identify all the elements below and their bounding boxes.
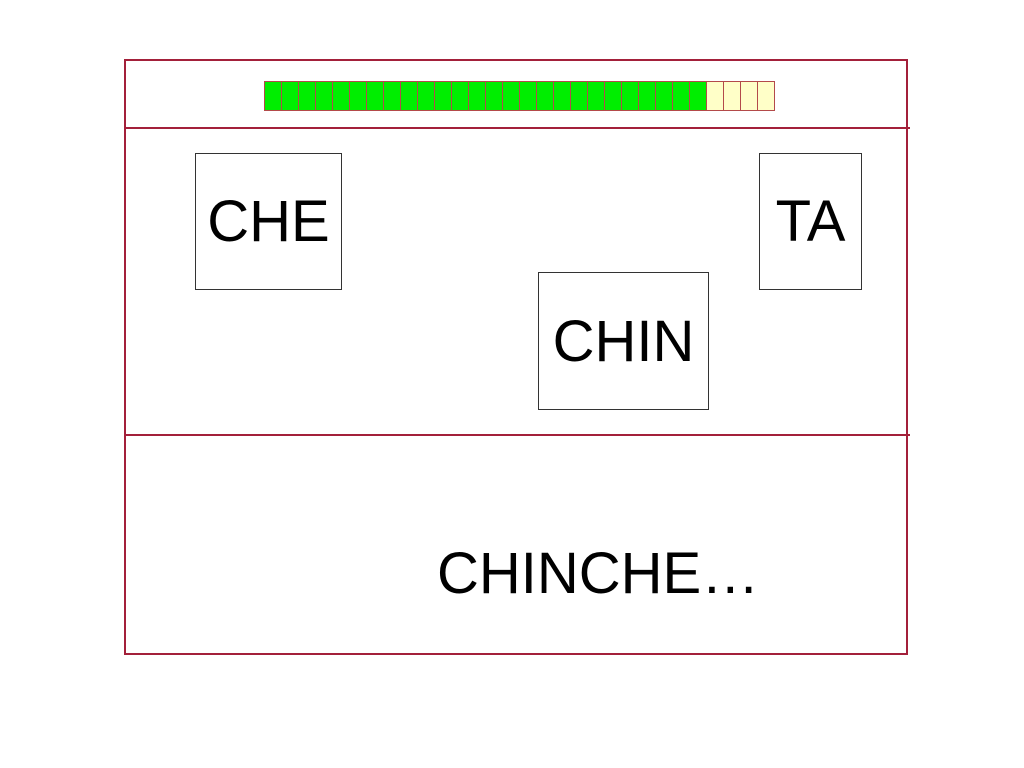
progress-cell-filled: [673, 81, 690, 111]
progress-cell-empty: [741, 81, 758, 111]
progress-bar: [264, 81, 775, 111]
progress-cell-filled: [350, 81, 367, 111]
progress-cell-empty: [724, 81, 741, 111]
progress-cell-filled: [469, 81, 486, 111]
syllable-tile-che[interactable]: CHE: [195, 153, 342, 290]
progress-cell-filled: [520, 81, 537, 111]
progress-cell-filled: [537, 81, 554, 111]
progress-cell-filled: [588, 81, 605, 111]
progress-cell-filled: [554, 81, 571, 111]
syllable-tile-chin[interactable]: CHIN: [538, 272, 709, 410]
progress-cell-filled: [384, 81, 401, 111]
progress-cell-empty: [707, 81, 724, 111]
progress-cell-filled: [571, 81, 588, 111]
progress-cell-filled: [639, 81, 656, 111]
progress-cell-filled: [656, 81, 673, 111]
progress-cell-filled: [503, 81, 520, 111]
syllable-tile-ta[interactable]: TA: [759, 153, 862, 290]
answer-text: CHINCHE…: [437, 541, 760, 606]
progress-cell-filled: [401, 81, 418, 111]
syllable-label: TA: [775, 189, 846, 254]
game-frame: [124, 59, 908, 655]
progress-cell-filled: [418, 81, 435, 111]
progress-cell-filled: [622, 81, 639, 111]
progress-cell-filled: [265, 81, 282, 111]
header-divider: [124, 127, 910, 129]
progress-cell-filled: [316, 81, 333, 111]
answer-divider: [124, 434, 910, 436]
progress-cell-filled: [333, 81, 350, 111]
progress-cell-filled: [452, 81, 469, 111]
progress-cell-empty: [758, 81, 775, 111]
syllable-label: CHE: [207, 189, 330, 254]
progress-cell-filled: [367, 81, 384, 111]
progress-cell-filled: [486, 81, 503, 111]
progress-cell-filled: [605, 81, 622, 111]
progress-cell-filled: [282, 81, 299, 111]
syllable-label: CHIN: [552, 308, 695, 374]
progress-cell-filled: [690, 81, 707, 111]
progress-cell-filled: [299, 81, 316, 111]
progress-cell-filled: [435, 81, 452, 111]
